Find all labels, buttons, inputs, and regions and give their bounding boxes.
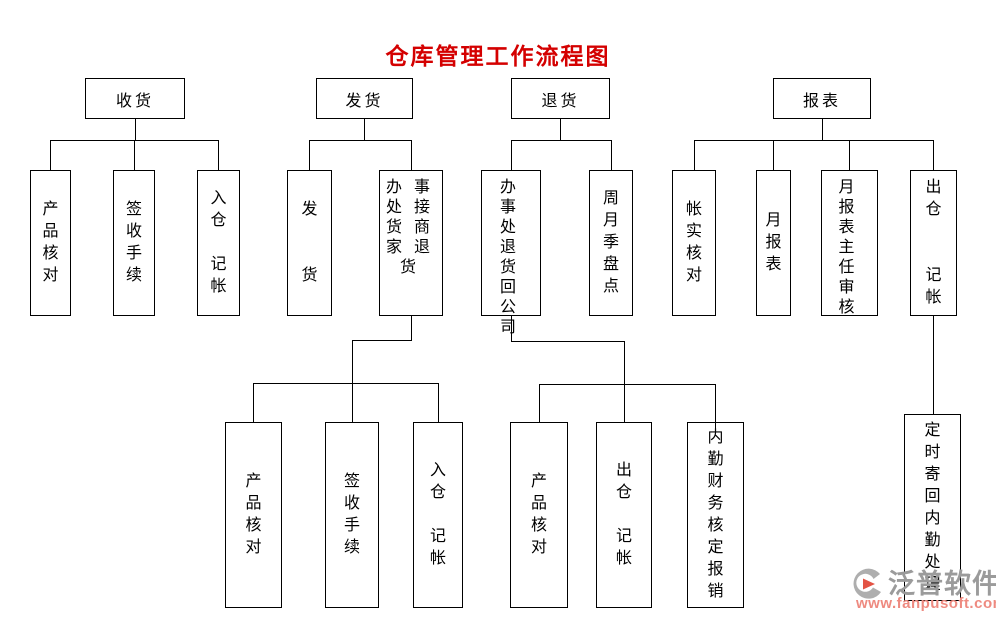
node-label: 入 仓 记 帐 bbox=[210, 190, 227, 295]
connector-line bbox=[560, 119, 561, 140]
connector-line bbox=[253, 383, 254, 422]
node-tuihuo: 退货 bbox=[511, 78, 610, 119]
node-label: 报表 bbox=[802, 92, 841, 110]
node-fahuo-gc-chanpin-hedui: 产 品 核 对 bbox=[225, 422, 282, 608]
fanpu-logo-icon bbox=[853, 568, 881, 599]
node-label: 退货 bbox=[541, 92, 580, 110]
node-label: 办事 处退 货回 公司 bbox=[499, 179, 528, 336]
connector-line bbox=[309, 140, 412, 141]
node-label: 月 报 表 bbox=[765, 212, 782, 273]
page-title: 仓库管理工作流程图 bbox=[385, 43, 611, 69]
node-label: 发货 bbox=[345, 92, 384, 110]
node-shouhuo-rucang-jizhang: 入 仓 记 帐 bbox=[197, 170, 240, 316]
connector-line bbox=[694, 140, 695, 170]
connector-line bbox=[694, 140, 934, 141]
connector-line bbox=[352, 340, 353, 422]
node-label: 办事 处接 货商 家退 货 bbox=[386, 179, 443, 276]
node-baobiao-zhangshi-hedui: 帐 实 核 对 bbox=[672, 170, 716, 316]
node-baobiao-zhuren-shenhe: 月报 表主 任审 核 bbox=[821, 170, 878, 316]
connector-line bbox=[611, 140, 612, 170]
connector-line bbox=[539, 384, 716, 385]
node-label: 签 收 手 续 bbox=[125, 201, 142, 284]
connector-line bbox=[624, 341, 625, 422]
connector-line bbox=[364, 119, 365, 140]
node-fahuo-fahuo: 发 货 bbox=[287, 170, 332, 316]
connector-line bbox=[411, 316, 412, 340]
connector-line bbox=[511, 341, 625, 342]
watermark: 泛普软件 www.fanpusoft.com bbox=[850, 562, 996, 616]
node-label: 入 仓 记 帐 bbox=[429, 462, 446, 567]
node-fahuo-banshichu-jiehuo: 办事 处接 货商 家退 货 bbox=[379, 170, 443, 316]
node-label: 帐 实 核 对 bbox=[685, 201, 702, 284]
node-tuihuo-pandian: 周 月 季 盘 点 bbox=[589, 170, 633, 316]
node-label: 产 品 核 对 bbox=[42, 201, 59, 284]
node-shouhuo: 收货 bbox=[85, 78, 185, 119]
node-label: 月报 表主 任审 核 bbox=[838, 179, 867, 316]
connector-line bbox=[511, 316, 512, 341]
node-baobiao: 报表 bbox=[773, 78, 871, 119]
connector-line bbox=[309, 140, 310, 170]
node-label: 收货 bbox=[115, 92, 154, 110]
watermark-brand-text: 泛普软件 bbox=[888, 569, 996, 599]
connector-line bbox=[218, 140, 219, 170]
connector-line bbox=[50, 140, 51, 170]
connector-line bbox=[352, 340, 412, 341]
connector-line bbox=[511, 140, 611, 141]
node-fahuo-gc-qianshou-shouxu: 签 收 手 续 bbox=[325, 422, 379, 608]
node-label: 周 月 季 盘 点 bbox=[602, 190, 619, 295]
connector-line bbox=[253, 383, 439, 384]
connector-line bbox=[773, 140, 774, 170]
node-fahuo-gc-rucang-jizhang: 入 仓 记 帐 bbox=[413, 422, 463, 608]
connector-line bbox=[933, 316, 934, 414]
node-label: 定 时 寄 回 内 勤 处 理 bbox=[924, 421, 941, 593]
node-label: 签 收 手 续 bbox=[343, 473, 360, 556]
node-label: 产 品 核 对 bbox=[530, 473, 547, 556]
connector-line bbox=[411, 140, 412, 170]
node-label: 产 品 核 对 bbox=[245, 473, 262, 556]
node-tuihuo-banshichu-tuihuo: 办事 处退 货回 公司 bbox=[481, 170, 541, 336]
node-baobiao-gc-dingshi-jihui: 定 时 寄 回 内 勤 处 理 bbox=[904, 414, 961, 601]
node-tuihuo-gc-chanpin-hedui: 产 品 核 对 bbox=[510, 422, 568, 608]
connector-line bbox=[135, 119, 136, 140]
connector-line bbox=[715, 384, 716, 430]
node-label: 出 仓 记 帐 bbox=[925, 179, 942, 306]
connector-line bbox=[134, 140, 135, 170]
node-shouhuo-qianshou-shouxu: 签 收 手 续 bbox=[113, 170, 155, 316]
watermark-url-text: www.fanpusoft.com bbox=[856, 595, 996, 612]
connector-line bbox=[511, 140, 512, 170]
node-label: 发 货 bbox=[301, 201, 318, 284]
connector-line bbox=[933, 140, 934, 170]
node-baobiao-yuebaobiao: 月 报 表 bbox=[756, 170, 791, 316]
node-label: 出 仓 记 帐 bbox=[615, 462, 632, 567]
node-tuihuo-gc-neiqin-baoxiao: 内 勤 财 务 核 定 报 销 bbox=[687, 422, 744, 608]
node-tuihuo-gc-chucang-jizhang: 出 仓 记 帐 bbox=[596, 422, 652, 608]
node-label: 内 勤 财 务 核 定 报 销 bbox=[707, 429, 724, 600]
connector-line bbox=[849, 140, 850, 170]
node-shouhuo-chanpin-hedui: 产 品 核 对 bbox=[30, 170, 71, 316]
connector-line bbox=[539, 384, 540, 422]
connector-line bbox=[438, 383, 439, 422]
node-baobiao-chucang-jizhang: 出 仓 记 帐 bbox=[910, 170, 957, 316]
connector-line bbox=[822, 119, 823, 140]
node-fahuo: 发货 bbox=[316, 78, 413, 119]
